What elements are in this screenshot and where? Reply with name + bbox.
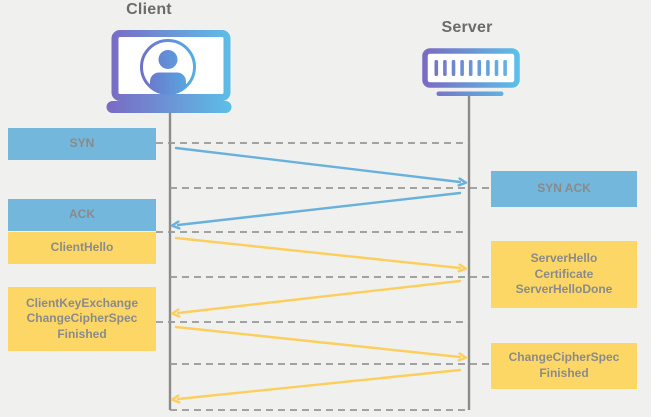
server-icon [422,48,520,96]
message-box-change-cipher-spec: ChangeCipherSpec Finished [491,343,637,389]
change-cipher-spec-arrow [178,368,462,399]
user-avatar-icon [140,39,196,95]
message-box-syn: SYN [8,128,156,160]
actor-label-server: Server [441,19,493,36]
syn-arrow [174,146,460,182]
client-key-exchange-arrow [174,325,460,357]
server-slots-icon [434,60,507,96]
syn-ack-arrow [178,191,462,225]
message-box-server-hello: ServerHello Certificate ServerHelloDone [491,241,637,308]
message-box-ack: ACK [8,199,156,231]
actor-label-client: Client [126,1,172,18]
message-box-syn-ack: SYN ACK [491,171,637,207]
message-box-client-key-exchange: ClientKeyExchange ChangeCipherSpec Finis… [8,287,156,351]
client-hello-arrow [174,236,460,268]
client-laptop-icon [106,30,232,113]
server-hello-arrow [178,279,462,313]
message-box-client-hello: ClientHello [8,232,156,264]
